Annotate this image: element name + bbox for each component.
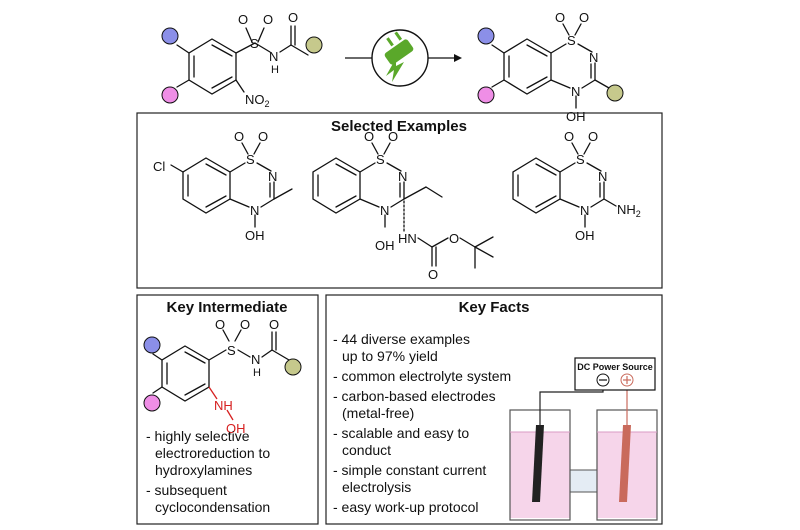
blue-substituent	[143, 336, 161, 354]
pink-substituent	[161, 86, 179, 104]
int-hydroxylamine-oh: OH	[226, 421, 246, 436]
fact-line: (metal-free)	[342, 405, 414, 421]
example-chloro-methyl: Cl S O O N N OH	[153, 129, 293, 243]
fact-line: conduct	[342, 442, 391, 458]
blue-substituent	[161, 27, 179, 45]
ex2-ester-oxygen: O	[449, 231, 459, 246]
ex3-nitrogen-4: N	[580, 203, 589, 218]
ex3-amino-group: NH2	[617, 202, 641, 219]
sm-nitro-group: NO2	[245, 92, 270, 109]
intermediate-note: cyclocondensation	[155, 499, 270, 515]
sm-nitrogen: N	[269, 49, 278, 64]
ex3-oxygen-1: O	[564, 129, 574, 144]
ex2-hydroxyl: OH	[375, 238, 395, 253]
ex2-carbonyl-oxygen: O	[428, 267, 438, 282]
ex1-chlorine: Cl	[153, 159, 165, 174]
key-facts-list: - 44 diverse examples up to 97% yield - …	[333, 331, 511, 515]
prod-nitrogen-2: N	[589, 50, 598, 65]
cathode-icon	[532, 425, 544, 502]
ex3-oxygen-2: O	[588, 129, 598, 144]
fact-line: - easy work-up protocol	[333, 499, 479, 515]
ex3-hydroxyl: OH	[575, 228, 595, 243]
ex3-nitrogen-2: N	[598, 169, 607, 184]
ex2-sulfur: S	[376, 152, 385, 167]
intermediate-note: electroreduction to	[155, 445, 270, 461]
intermediate-note: - highly selective	[146, 428, 250, 444]
int-carbonyl-oxygen: O	[269, 317, 279, 332]
olive-substituent	[284, 358, 302, 376]
fact-line: - scalable and easy to	[333, 425, 469, 441]
blue-substituent	[477, 27, 495, 45]
power-source-label: DC Power Source	[577, 362, 653, 372]
int-hydrogen: H	[253, 367, 261, 379]
anode-icon	[619, 425, 631, 502]
sm-hydrogen: H	[271, 64, 279, 76]
sm-sulfur: S	[250, 36, 259, 51]
example-boc-amine: S O O N N OH HN O O	[312, 129, 494, 282]
intermediate-structure: S O O N H O NH OH	[143, 317, 302, 436]
fact-line: up to 97% yield	[342, 348, 438, 364]
fact-line: electrolysis	[342, 479, 411, 495]
sm-oxygen-1: O	[238, 12, 248, 27]
fact-line: - carbon-based electrodes	[333, 388, 496, 404]
electricity-plug-icon	[384, 31, 414, 82]
ex1-sulfur: S	[246, 152, 255, 167]
prod-oxygen-2: O	[579, 10, 589, 25]
int-oxygen-1: O	[215, 317, 225, 332]
ex2-carbamate-nh: HN	[398, 231, 417, 246]
key-intermediate-panel: Key Intermediate S O O N H	[136, 294, 319, 525]
key-facts-panel: Key Facts DC Power Source - 44 di	[325, 294, 663, 525]
int-oxygen-2: O	[240, 317, 250, 332]
reaction-scheme: S O O N H O NO2	[161, 10, 624, 124]
selected-examples-panel: Selected Examples Cl S O O N N OH	[136, 112, 663, 289]
prod-nitrogen-4: N	[571, 84, 580, 99]
ex2-nitrogen-2: N	[398, 169, 407, 184]
fact-line: - common electrolyte system	[333, 368, 511, 384]
ex2-nitrogen-4: N	[380, 203, 389, 218]
prod-oxygen-1: O	[555, 10, 565, 25]
sm-oxygen-2: O	[263, 12, 273, 27]
ex1-oxygen-2: O	[258, 129, 268, 144]
ex1-oxygen-1: O	[234, 129, 244, 144]
sm-carbonyl-oxygen: O	[288, 10, 298, 25]
int-hydroxylamine-nh: NH	[214, 398, 233, 413]
ex3-sulfur: S	[576, 152, 585, 167]
ex2-oxygen-1: O	[364, 129, 374, 144]
prod-hydroxyl: OH	[566, 109, 586, 124]
reaction-arrow	[345, 29, 462, 87]
ex1-nitrogen-2: N	[268, 169, 277, 184]
pink-substituent	[477, 86, 495, 104]
ex2-oxygen-2: O	[388, 129, 398, 144]
ex1-nitrogen-4: N	[250, 203, 259, 218]
prod-sulfur: S	[567, 33, 576, 48]
olive-substituent	[305, 36, 323, 54]
product: S O O N N OH	[477, 10, 624, 124]
dc-power-source	[574, 357, 656, 391]
int-nitrogen: N	[251, 352, 260, 367]
intermediate-notes: - highly selective electroreduction to h…	[146, 428, 270, 515]
intermediate-note: hydroxylamines	[155, 462, 252, 478]
int-sulfur: S	[227, 343, 236, 358]
fact-line: - 44 diverse examples	[333, 331, 470, 347]
pink-substituent	[143, 394, 161, 412]
starting-material: S O O N H O NO2	[161, 10, 323, 109]
ex1-hydroxyl: OH	[245, 228, 265, 243]
key-facts-title: Key Facts	[459, 299, 530, 316]
selected-examples-title: Selected Examples	[331, 118, 467, 135]
example-amino: S O O N N OH NH2	[512, 129, 641, 243]
olive-substituent	[606, 84, 624, 102]
fact-line: - simple constant current	[333, 462, 486, 478]
intermediate-note: - subsequent	[146, 482, 227, 498]
h-cell-electrolysis-icon: DC Power Source	[509, 357, 658, 521]
key-intermediate-title: Key Intermediate	[167, 299, 288, 316]
